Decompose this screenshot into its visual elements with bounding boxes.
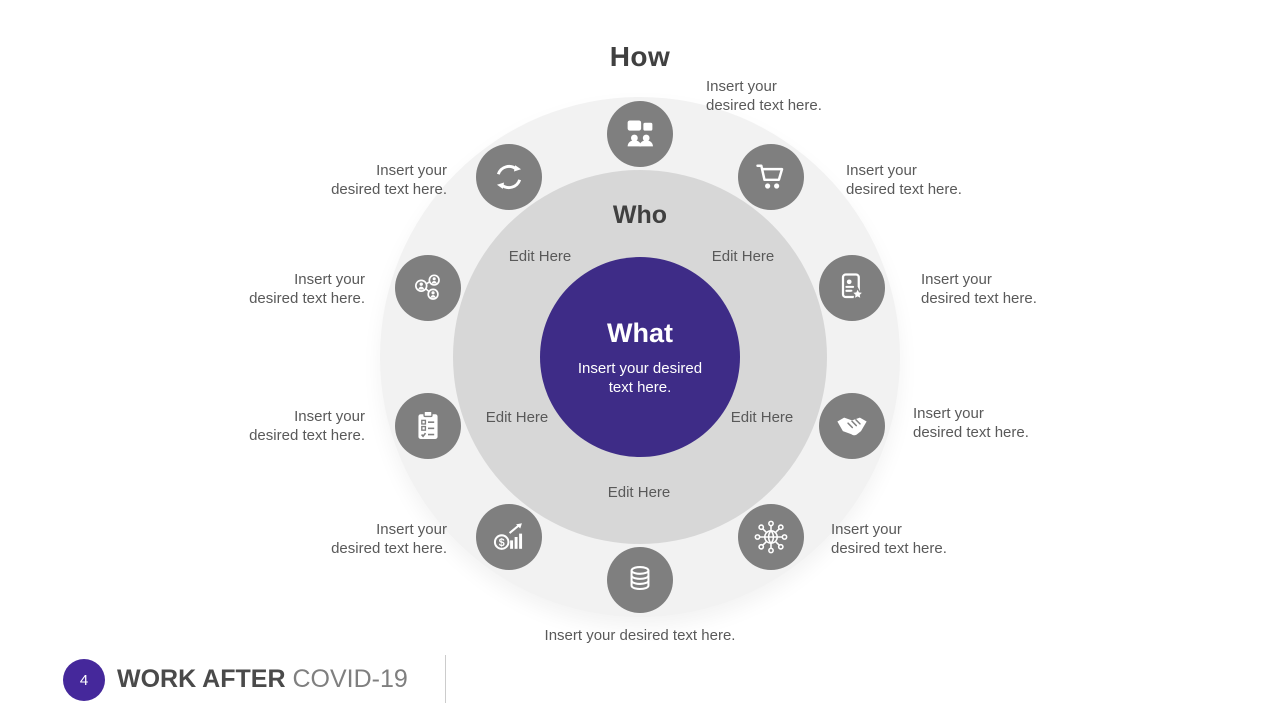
page-number-badge: 4 — [63, 659, 105, 701]
center-subtext: Insert your desired text here. — [577, 359, 703, 396]
network-globe-icon[interactable] — [738, 504, 804, 570]
conversation-people-icon[interactable] — [607, 101, 673, 167]
edit-here-label[interactable]: Edit Here — [485, 409, 549, 426]
edit-here-label[interactable]: Edit Here — [607, 484, 671, 501]
contact-card-star-icon[interactable] — [819, 255, 885, 321]
footer-divider — [445, 655, 446, 703]
database-icon[interactable] — [607, 547, 673, 613]
svg-text:$: $ — [499, 537, 505, 549]
outer-ring-title: How — [609, 41, 671, 72]
edit-here-label[interactable]: Edit Here — [711, 248, 775, 265]
handshake-icon[interactable] — [819, 393, 885, 459]
edit-here-label[interactable]: Edit Here — [508, 248, 572, 265]
center-circle[interactable]: What Insert your desired text here. — [540, 257, 740, 457]
center-title: What — [607, 317, 673, 348]
team-network-icon[interactable] — [395, 255, 461, 321]
satellite-label[interactable]: Insert your desired text here. — [544, 627, 736, 644]
financial-growth-icon[interactable]: $ — [476, 504, 542, 570]
checklist-icon[interactable] — [395, 393, 461, 459]
edit-here-label[interactable]: Edit Here — [730, 409, 794, 426]
middle-ring-title: Who — [612, 201, 668, 229]
sync-arrows-icon[interactable] — [476, 144, 542, 210]
shopping-cart-icon[interactable] — [738, 144, 804, 210]
